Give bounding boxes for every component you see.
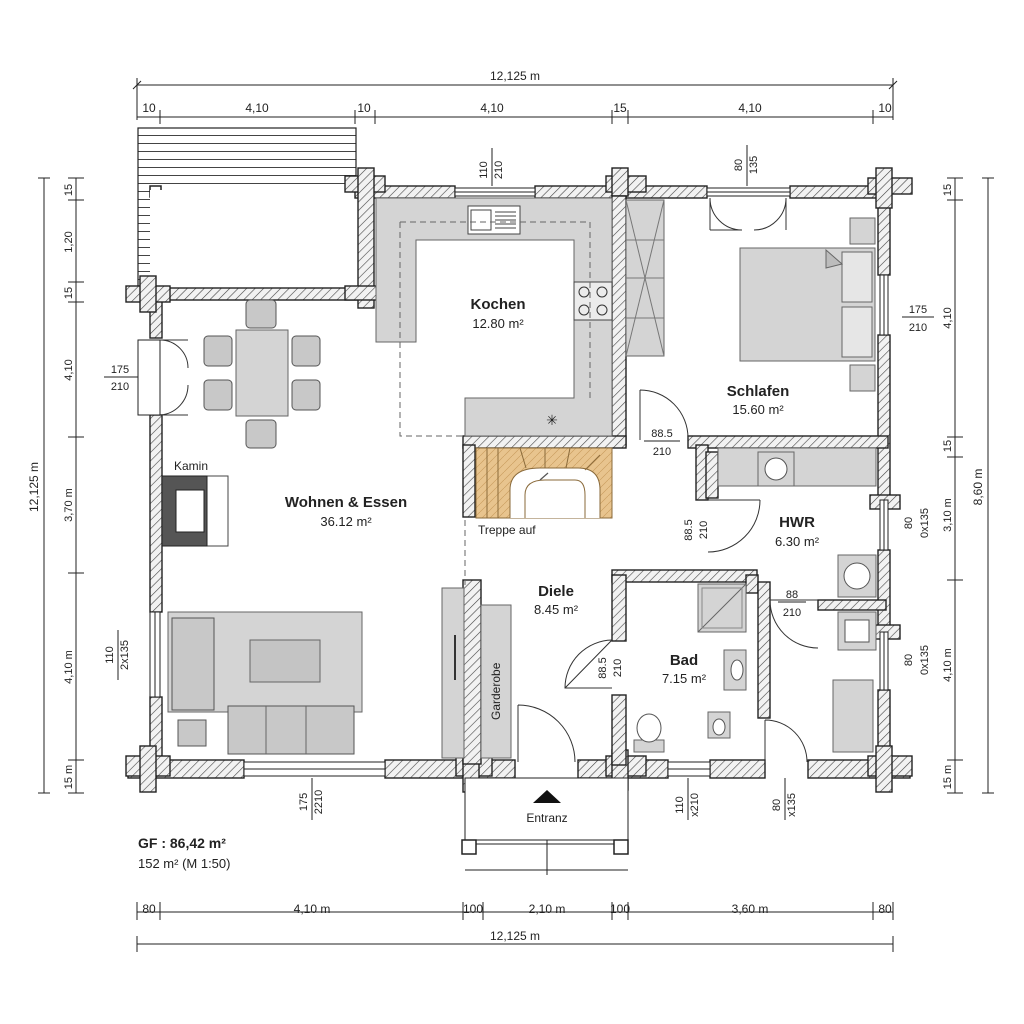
left-door-width: 175 — [111, 364, 129, 376]
bottom-window-living-height: 2210 — [313, 790, 325, 814]
door-hwr-width: 88.5 — [683, 519, 695, 540]
right-window-low-height: 0x135 — [919, 645, 931, 675]
right-dim-4: 3,10 m — [942, 498, 954, 532]
door-schlafen-height: 210 — [653, 446, 671, 458]
room-area-diele: 8.45 m² — [534, 602, 579, 617]
bottom-window-hwr-width: 80 — [771, 799, 783, 811]
door-hwr-right-width: 88 — [786, 589, 798, 601]
bedroom-window-height: 135 — [748, 156, 760, 174]
door-bad-height: 210 — [612, 659, 624, 677]
kitchen-window-height: 210 — [493, 161, 505, 179]
room-area-bad: 7.15 m² — [662, 671, 707, 686]
room-area-schlafen: 15.60 m² — [732, 402, 784, 417]
bottom-dim-2: 4,10 m — [294, 902, 331, 916]
top-dimension-chain — [132, 78, 898, 124]
stairs — [475, 447, 613, 519]
dining-set — [203, 299, 321, 449]
room-area-hwr: 6.30 m² — [775, 534, 820, 549]
left-total-dimension: 12,125 m — [27, 462, 41, 512]
right-window-low-width: 80 — [903, 654, 915, 666]
left-window-height: 2x135 — [119, 640, 131, 670]
bedroom-window-width: 80 — [733, 159, 745, 171]
door-hwr-height: 210 — [698, 521, 710, 539]
left-dim-4: 4,10 — [63, 359, 75, 380]
right-window-top-height: 210 — [909, 322, 927, 334]
bottom-dimension-chain — [136, 902, 894, 952]
top-dim-1: 10 — [142, 101, 156, 115]
left-dim-5: 3,70 m — [63, 488, 75, 522]
top-dim-7: 10 — [878, 101, 892, 115]
right-total-dimension: 8,60 m — [971, 469, 985, 506]
bottom-total-dimension: 12,125 m — [490, 929, 540, 943]
door-hwr-right-height: 210 — [783, 607, 801, 619]
entranz-label: Entranz — [526, 811, 567, 825]
living-furniture — [167, 611, 363, 755]
bottom-window-hwr-height: x135 — [786, 793, 798, 817]
left-window-width: 110 — [104, 646, 116, 664]
bathroom-fixtures — [633, 583, 747, 753]
right-dim-6: 15 m — [942, 765, 954, 789]
bottom-window-bad-height: x210 — [689, 793, 701, 817]
gf-area-summary: GF : 86,42 m² — [138, 835, 226, 851]
bottom-dim-4: 2,10 m — [529, 902, 566, 916]
bottom-window-bad-width: 110 — [674, 796, 686, 814]
top-dim-6: 4,10 — [738, 101, 762, 115]
top-dim-3: 10 — [357, 101, 371, 115]
treppe-label: Treppe auf — [478, 523, 536, 537]
bedroom-furniture — [625, 199, 876, 392]
right-dim-1: 15 — [942, 184, 954, 196]
right-dimension-chain — [947, 177, 994, 794]
top-total-dimension: 12,125 m — [490, 69, 540, 83]
left-dim-7: 15 m — [63, 765, 75, 789]
left-dimension-chain — [38, 177, 84, 794]
right-dim-2: 4,10 — [942, 307, 954, 328]
kamin-label: Kamin — [174, 459, 208, 473]
windows — [149, 187, 889, 777]
left-dim-3: 15 — [63, 287, 75, 299]
room-name-kochen: Kochen — [470, 296, 525, 313]
top-dim-5: 15 — [613, 101, 627, 115]
room-name-diele: Diele — [538, 583, 574, 600]
bottom-dim-5: 100 — [610, 902, 630, 916]
room-area-wohnen: 36.12 m² — [320, 514, 372, 529]
room-name-bad: Bad — [670, 652, 698, 669]
garderobe — [441, 587, 512, 759]
scale-summary: 152 m² (M 1:50) — [138, 856, 230, 871]
svg-text:✳: ✳ — [546, 412, 558, 428]
garderobe-label: Garderobe — [489, 662, 503, 720]
top-dim-4: 4,10 — [480, 101, 504, 115]
bottom-dim-6: 3,60 m — [732, 902, 769, 916]
bottom-dim-1: 80 — [142, 902, 156, 916]
kitchen: ✳ — [375, 197, 613, 437]
hwr-fixtures — [717, 447, 877, 753]
fireplace — [161, 475, 229, 547]
kitchen-window-width: 110 — [478, 161, 490, 179]
top-dim-2: 4,10 — [245, 101, 269, 115]
bottom-window-living-width: 175 — [298, 793, 310, 811]
right-window-top-width: 175 — [909, 304, 927, 316]
left-dim-1: 15 — [63, 184, 75, 196]
left-dim-2: 1,20 — [63, 231, 75, 252]
bottom-dim-7: 80 — [878, 902, 892, 916]
right-dim-3: 15 — [942, 440, 954, 452]
right-dim-5: 4,10 m — [942, 648, 954, 682]
left-dim-6: 4,10 m — [63, 650, 75, 684]
door-bad-width: 88.5 — [597, 657, 609, 678]
room-area-kochen: 12.80 m² — [472, 316, 524, 331]
room-name-wohnen: Wohnen & Essen — [285, 494, 407, 511]
room-name-hwr: HWR — [779, 514, 815, 531]
right-window-mid-height: 0x135 — [919, 508, 931, 538]
right-window-mid-width: 80 — [903, 517, 915, 529]
room-name-schlafen: Schlafen — [727, 383, 790, 400]
entrance-porch — [461, 777, 629, 875]
walls — [125, 167, 913, 793]
door-schlafen-width: 88.5 — [651, 428, 672, 440]
left-door-height: 210 — [111, 381, 129, 393]
bottom-dim-3: 100 — [463, 902, 483, 916]
